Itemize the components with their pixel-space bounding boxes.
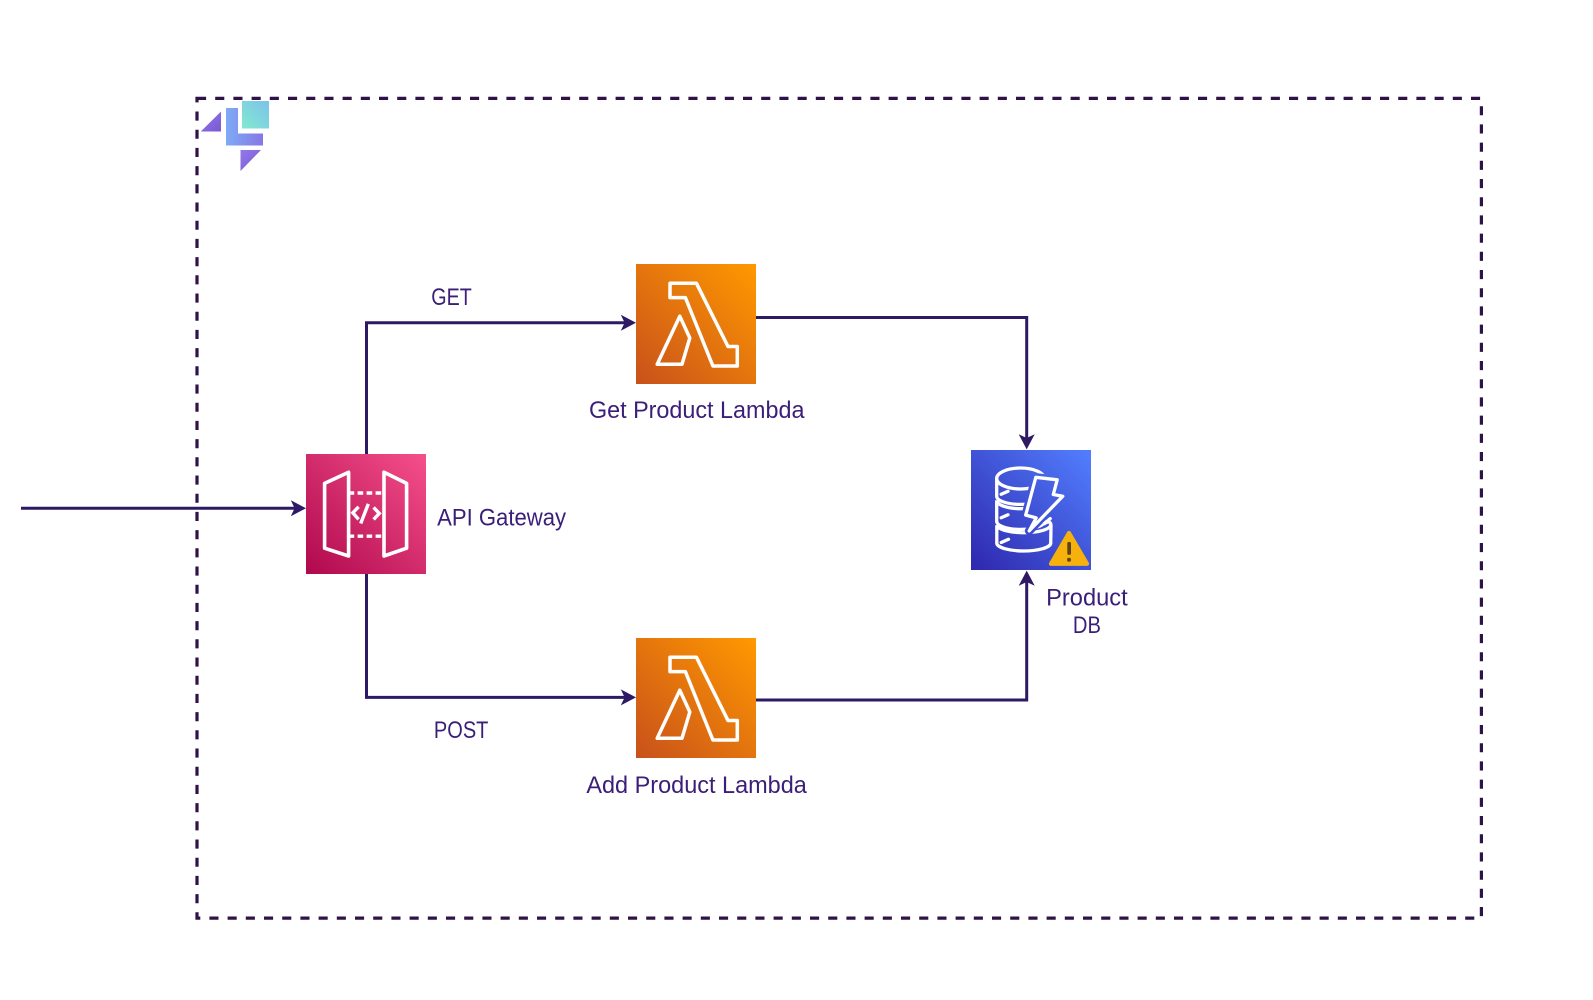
svg-text:Product: Product: [1046, 585, 1128, 612]
svg-text:GET: GET: [431, 284, 472, 311]
svg-text:Get Product Lambda: Get Product Lambda: [589, 397, 805, 424]
svg-text:DB: DB: [1073, 612, 1101, 639]
svg-text:POST: POST: [434, 717, 489, 744]
svg-text:Add Product Lambda: Add Product Lambda: [586, 772, 807, 799]
svg-text:API Gateway: API Gateway: [437, 505, 566, 532]
